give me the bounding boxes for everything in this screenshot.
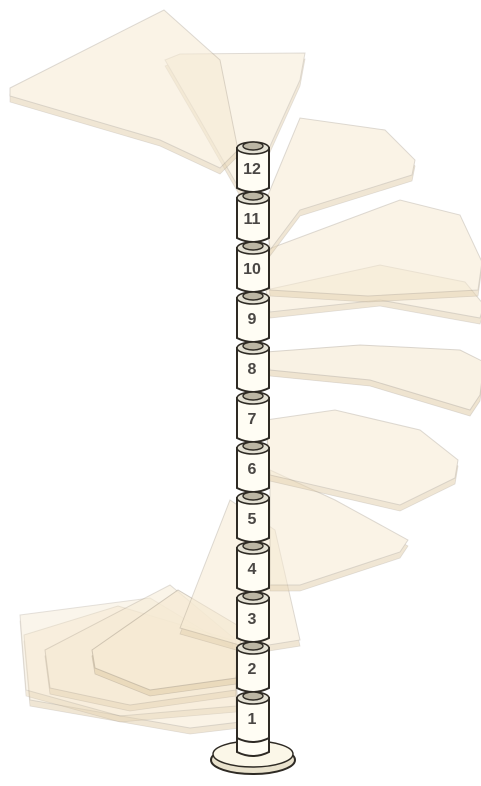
step-number-label: 3	[248, 611, 257, 628]
step-number-label: 10	[243, 261, 261, 278]
step-number-label: 1	[248, 711, 257, 728]
step-number-label: 4	[248, 561, 257, 578]
pole-segment: 5	[237, 492, 269, 542]
pole-segment: 12	[237, 142, 269, 192]
pole-segment: 11	[237, 192, 269, 242]
stair-tread	[266, 345, 481, 416]
step-number-label: 5	[248, 511, 257, 528]
pole-segment: 1	[237, 692, 269, 742]
stair-tread	[10, 10, 238, 174]
step-number-label: 7	[248, 411, 257, 428]
step-number-label: 2	[248, 661, 257, 678]
pole-segment: 4	[237, 542, 269, 592]
pole-segment: 2	[237, 642, 269, 692]
pole-segment: 9	[237, 292, 269, 342]
step-number-label: 12	[243, 161, 261, 178]
step-number-label: 9	[248, 311, 257, 328]
step-number-label: 6	[248, 461, 257, 478]
step-number-label: 8	[248, 361, 257, 378]
pole-segment: 10	[237, 242, 269, 292]
step-number-label: 11	[244, 211, 261, 228]
pole-segment: 8	[237, 342, 269, 392]
pole-segment: 7	[237, 392, 269, 442]
pole-segment: 6	[237, 442, 269, 492]
pole-segment: 3	[237, 592, 269, 642]
